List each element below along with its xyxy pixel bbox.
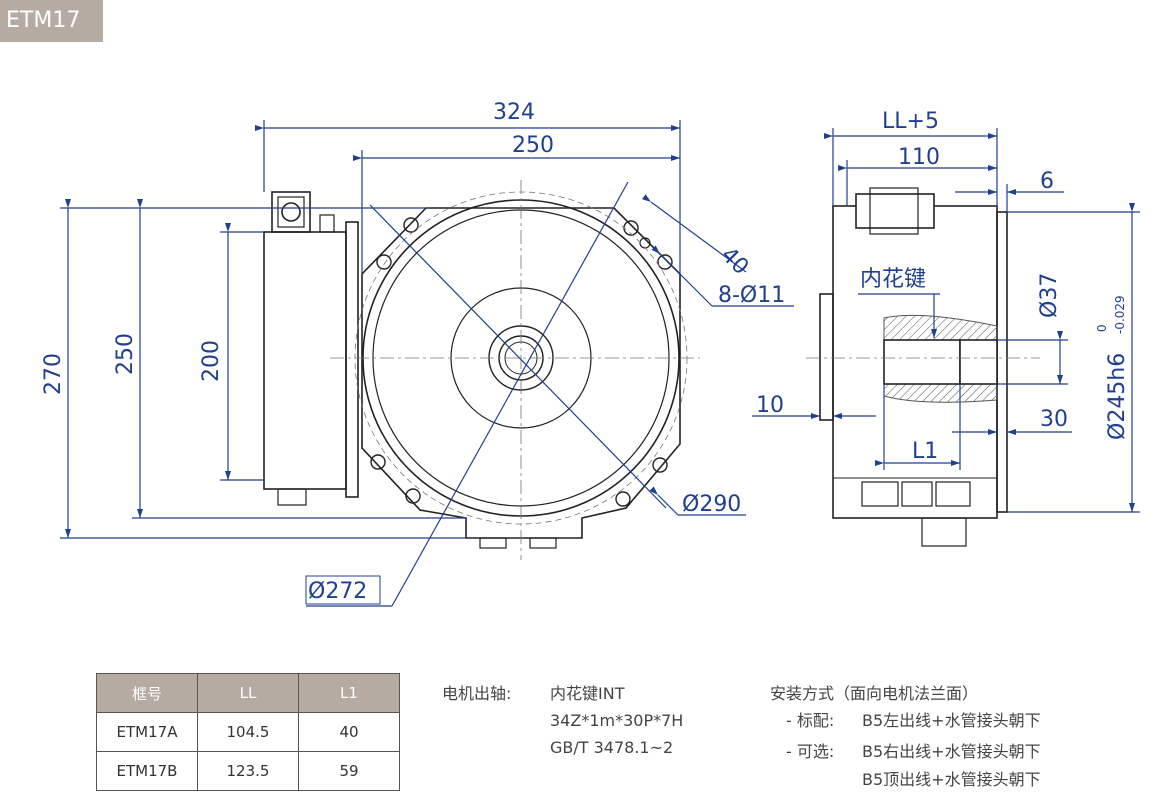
mount-std-label: - 标配: (786, 711, 835, 730)
dim-hole-pitch: 40 (716, 243, 753, 280)
dim-height-overall: 270 (41, 353, 66, 395)
mount-opt-value2: B5顶出线+水管接头朝下 (862, 770, 1041, 789)
motor-drawing: 324 250 270 250 200 40 8-Ø11 Ø290 Ø272 L… (41, 100, 1140, 607)
table-cell: ETM17A (96, 712, 198, 752)
dim-height-box: 200 (199, 340, 224, 382)
dim-holes: 8-Ø11 (718, 283, 785, 308)
table-header: L1 (298, 673, 400, 713)
dim-height-flange: 250 (113, 333, 138, 375)
dim-ll-plus: LL+5 (882, 109, 939, 134)
mount-opt-label: - 可选: (786, 742, 835, 761)
dim-6: 6 (1040, 169, 1054, 194)
table-cell: ETM17B (96, 751, 198, 791)
shaft-line2: 34Z*1m*30P*7H (550, 711, 684, 730)
side-view (819, 187, 1008, 547)
mount-opt-value1: B5右出线+水管接头朝下 (862, 742, 1041, 761)
dim-30: 30 (1040, 407, 1068, 432)
table-cell: 104.5 (197, 712, 299, 752)
tol-upper: 0 (1095, 324, 1109, 332)
front-view (263, 191, 681, 549)
dim-spigot: Ø245h6 (1105, 353, 1130, 440)
table-header: 框号 (96, 673, 198, 713)
dim-bore: Ø37 (1037, 273, 1062, 318)
frame-size-table: 框号 LL L1 ETM17A 104.5 40 ETM17B 123.5 59 (96, 673, 400, 791)
shaft-info: 内花键INT 34Z*1m*30P*7H GB/T 3478.1~2 (550, 680, 683, 761)
shaft-line3: GB/T 3478.1~2 (550, 738, 674, 757)
dim-width-flange: 250 (512, 133, 554, 158)
table-header: LL (197, 673, 299, 713)
table-cell: 40 (298, 712, 400, 752)
model-tag: ETM17 (0, 0, 103, 42)
shaft-label: 电机出轴: (442, 684, 512, 703)
terminal-box (263, 231, 347, 490)
table-row: ETM17A 104.5 40 (96, 712, 400, 752)
connector-top (271, 191, 311, 233)
table-row: ETM17B 123.5 59 (96, 751, 400, 791)
dim-110: 110 (898, 145, 940, 170)
label-spline: 内花键 (860, 267, 926, 292)
dim-width-overall: 324 (493, 100, 535, 125)
dim-10: 10 (756, 393, 784, 418)
shaft-line1: 内花键INT (550, 684, 625, 703)
dim-bolt-circle: Ø290 (682, 492, 741, 517)
dim-body-dia: Ø272 (308, 579, 367, 604)
mount-title: 安装方式（面向电机法兰面） (770, 684, 979, 703)
table-cell: 59 (298, 751, 400, 791)
tol-lower: -0.029 (1113, 295, 1127, 334)
dim-l1: L1 (912, 439, 938, 464)
mount-std-value: B5左出线+水管接头朝下 (862, 711, 1041, 730)
flange-plate (345, 221, 359, 498)
table-cell: 123.5 (197, 751, 299, 791)
